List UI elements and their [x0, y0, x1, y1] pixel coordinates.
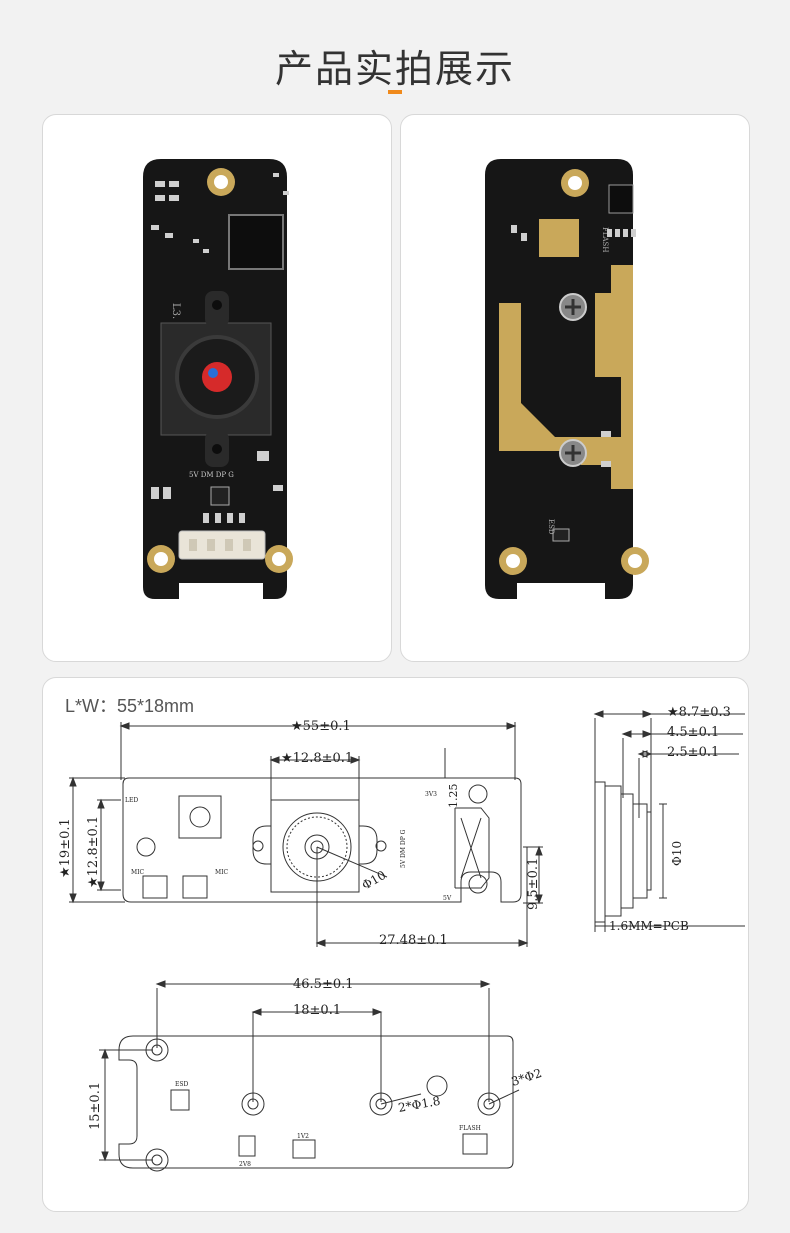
back-outline — [118, 1035, 514, 1169]
dim-hole-dia: 3*Φ2 — [510, 1066, 544, 1089]
dim-total: ★8.7±0.3 — [667, 705, 731, 720]
dim-lens-width: ★12.8±0.1 — [281, 751, 353, 766]
dim-pcb: 1.6MM=PCB — [609, 919, 689, 933]
dim-lens-dia: Φ10 — [360, 868, 389, 893]
label-5v: 5V — [443, 895, 452, 902]
label-mic1: MIC — [131, 869, 145, 876]
dimension-drawing: ★55±0.1 ★12.8±0.1 ★19±0.1 ★12.8±0.1 Φ10 … — [58, 705, 745, 1172]
photo-card-front: L3. 5V DM DP G — [42, 114, 392, 662]
dim-height: ★19±0.1 — [58, 818, 73, 878]
dim-hole-span: 46.5±0.1 — [293, 977, 354, 992]
front-outline — [122, 777, 522, 903]
label-3v3: 3V3 — [425, 791, 437, 798]
dim-inner-height: ★12.8±0.1 — [86, 816, 101, 888]
size-label: L*W：55*18mm — [65, 696, 195, 716]
label-flash: FLASH — [459, 1125, 481, 1132]
label-2v8: 2V8 — [239, 1161, 251, 1168]
pcb-front-photo: L3. 5V DM DP G — [143, 159, 293, 599]
label-esd: ESD — [175, 1081, 188, 1088]
dim-screw-dia: 2*Φ1.8 — [397, 1094, 441, 1115]
label-led: LED — [125, 797, 138, 804]
silk-l3: L3. — [170, 303, 181, 319]
dim-d2: 2.5±0.1 — [667, 745, 719, 760]
dim-offset-x: 27.48±0.1 — [379, 933, 448, 948]
dim-back-height: 15±0.1 — [88, 1082, 103, 1130]
dim-offset-y: 9.5±0.1 — [526, 858, 541, 910]
silk-pins: 5V DM DP G — [189, 471, 234, 479]
page-title: 产品实拍展示 — [274, 47, 515, 91]
label-1v2: 1V2 — [297, 1133, 309, 1140]
dim-side-lens: Φ10 — [670, 841, 684, 866]
silk-esd: ESD — [547, 519, 555, 535]
pcb-back-photo: FLASH ESD — [485, 159, 649, 599]
label-mic2: MIC — [215, 869, 229, 876]
dim-screw-span: 18±0.1 — [293, 1003, 341, 1018]
photo-card-back: FLASH ESD — [400, 114, 750, 662]
title-accent-bar — [388, 90, 402, 94]
dim-small: 1.25 — [447, 784, 460, 809]
drawing-card: L*W：55*18mm — [42, 677, 749, 1212]
silk-flash: FLASH — [601, 227, 609, 252]
dim-d1: 4.5±0.1 — [667, 725, 719, 740]
dim-length: ★55±0.1 — [291, 719, 351, 734]
label-pins: 5V DM DP G — [400, 829, 407, 868]
